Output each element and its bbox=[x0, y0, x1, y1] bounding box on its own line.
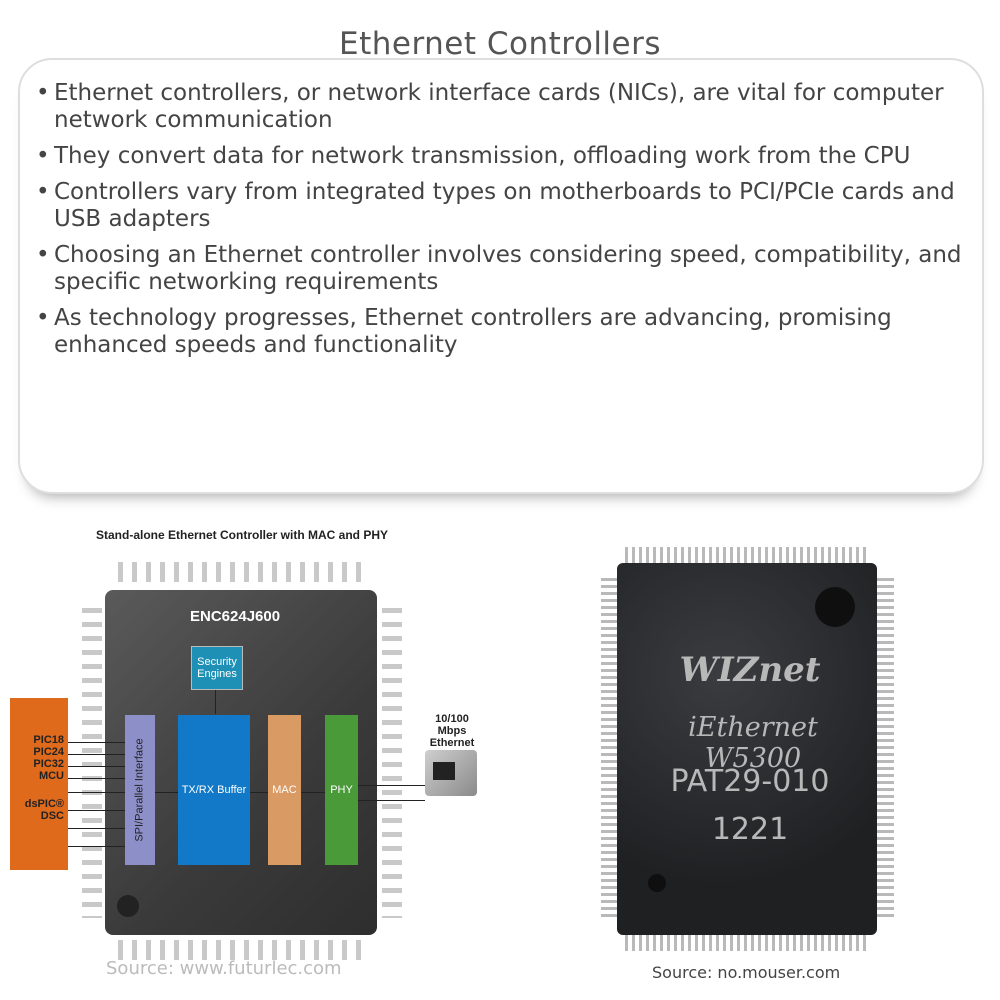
security-engines-block: Security Engines bbox=[191, 646, 243, 690]
bullet-item: Choosing an Ethernet controller involves… bbox=[36, 242, 971, 296]
mcu-label: dsPIC® bbox=[24, 798, 64, 810]
photo-pins-top bbox=[625, 547, 870, 565]
connector-line bbox=[155, 792, 178, 793]
photo-pins-bottom bbox=[625, 933, 870, 951]
connector-line bbox=[68, 846, 125, 847]
mcu-label: MCU bbox=[38, 770, 64, 782]
chip-pins-top bbox=[118, 562, 368, 582]
connector-line bbox=[68, 754, 125, 755]
spi-label: SPI/Parallel Interface bbox=[134, 738, 146, 842]
mcu-label: PIC32 bbox=[33, 758, 64, 770]
diagram-source: Source: www.futurlec.com bbox=[106, 958, 342, 979]
mac-block: MAC bbox=[268, 715, 301, 865]
connector-line bbox=[68, 766, 125, 767]
chip-brand: WIZnet bbox=[679, 650, 821, 690]
txrx-buffer-block: TX/RX Buffer bbox=[178, 715, 250, 865]
ethernet-label: 10/100 Mbps Ethernet bbox=[429, 713, 475, 749]
connector-line bbox=[68, 792, 125, 793]
page-title: Ethernet Controllers bbox=[338, 26, 662, 62]
photo-source: Source: no.mouser.com bbox=[652, 963, 841, 982]
chip-pins-right bbox=[382, 608, 402, 918]
connector-line bbox=[68, 778, 125, 779]
connector-line bbox=[358, 800, 425, 801]
chip-pins-bottom bbox=[118, 940, 368, 960]
chip-code: PAT29-010 bbox=[670, 764, 830, 799]
diagram-heading: Stand-alone Ethernet Controller with MAC… bbox=[96, 528, 389, 542]
chip-date-code: 1221 bbox=[711, 812, 789, 847]
connector-line bbox=[215, 690, 216, 714]
pin1-marker-icon bbox=[117, 895, 139, 917]
chip-model: iEthernet W5300 bbox=[688, 712, 818, 774]
photo-pins-left bbox=[601, 578, 619, 920]
mcu-block: PIC18 PIC24 PIC32 MCU dsPIC® DSC bbox=[10, 698, 68, 870]
bullet-item: As technology progresses, Ethernet contr… bbox=[36, 305, 971, 359]
photo-pins-right bbox=[876, 578, 894, 920]
chip-name: ENC624J600 bbox=[190, 608, 281, 625]
chip-pin1-dot-icon bbox=[648, 874, 666, 892]
connector-line bbox=[358, 785, 425, 786]
connector-line bbox=[68, 742, 125, 743]
bullet-item: They convert data for network transmissi… bbox=[36, 143, 971, 170]
connector-line bbox=[68, 828, 125, 829]
connector-line bbox=[68, 810, 125, 811]
bullet-item: Controllers vary from integrated types o… bbox=[36, 179, 971, 233]
controller-diagram: Stand-alone Ethernet Controller with MAC… bbox=[0, 510, 480, 1000]
chip-pins-left bbox=[82, 608, 102, 918]
chip-notch-icon bbox=[815, 587, 855, 627]
bullet-item: Ethernet controllers, or network interfa… bbox=[36, 80, 971, 134]
mcu-label: DSC bbox=[40, 810, 64, 822]
mcu-label: PIC18 bbox=[33, 734, 64, 746]
connector-line bbox=[250, 792, 268, 793]
bullet-list: Ethernet controllers, or network interfa… bbox=[36, 80, 971, 368]
rj45-port-icon bbox=[433, 762, 455, 780]
mcu-label: PIC24 bbox=[33, 746, 64, 758]
phy-block: PHY bbox=[325, 715, 358, 865]
spi-interface-block: SPI/Parallel Interface bbox=[125, 715, 155, 865]
connector-line bbox=[301, 792, 325, 793]
